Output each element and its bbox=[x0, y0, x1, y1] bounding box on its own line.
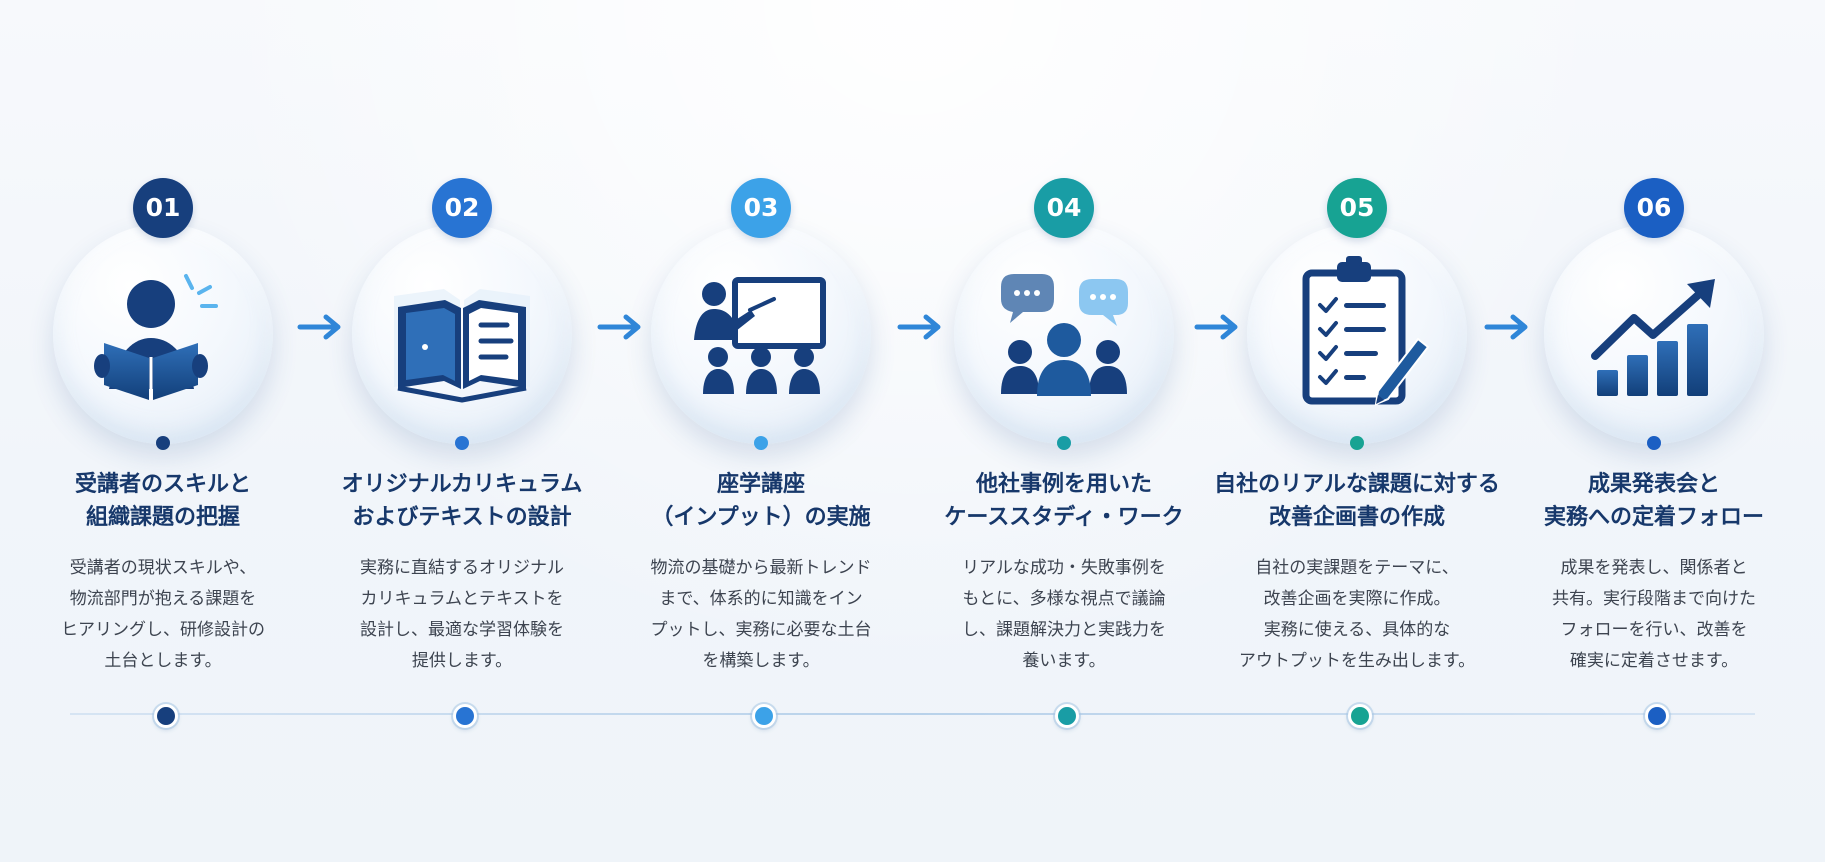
step-description-line: 養います。 bbox=[1022, 651, 1106, 671]
step-01: 01 受 bbox=[18, 178, 308, 738]
step-description-line: カリキュラムとテキストを bbox=[360, 589, 564, 609]
step-description: 実務に直結するオリジナル カリキュラムとテキストを 設計し、最適な学習体験を 提… bbox=[317, 553, 607, 677]
clipboard-checklist-icon bbox=[1302, 256, 1430, 406]
step-icon-circle bbox=[352, 224, 572, 444]
step-description-line: 設計し、最適な学習体験を bbox=[360, 620, 564, 640]
step-05: 05 自社のリアルな課題に対する 改善企画書の作成 bbox=[1212, 178, 1502, 738]
step-description-line: 確実に定着させます。 bbox=[1569, 651, 1739, 671]
step-description: リアルな成功・失敗事例を もとに、多様な視点で議論 し、課題解決力と実践力を 養… bbox=[919, 553, 1209, 677]
timeline-dot-01 bbox=[154, 704, 178, 728]
step-description-line: 物流の基礎から最新トレンド bbox=[650, 558, 872, 578]
right-arrow-icon bbox=[597, 314, 641, 340]
connector-dot bbox=[1647, 436, 1661, 450]
growth-chart-icon bbox=[1591, 279, 1715, 396]
step-description: 物流の基礎から最新トレンド まで、体系的に知識をイン プットし、実務に必要な土台… bbox=[616, 553, 906, 677]
step-number-badge: 02 bbox=[432, 178, 492, 238]
step-title-line: オリジナルカリキュラム bbox=[341, 472, 583, 497]
step-description-line: 自社の実課題をテーマに、 bbox=[1255, 558, 1459, 578]
step-description-line: 実務に直結するオリジナル bbox=[360, 558, 564, 578]
group-discussion-icon bbox=[1001, 274, 1128, 396]
step-description-line: 共有。実行段階まで向けた bbox=[1552, 589, 1756, 609]
step-title-line: 他社事例を用いた bbox=[975, 472, 1152, 497]
step-03: 03 座学講座 （インプット）の実施 物流の基礎から最新トレンド まで、体系的に… bbox=[616, 178, 906, 738]
right-arrow-icon bbox=[297, 314, 341, 340]
step-icon-circle bbox=[1247, 224, 1467, 444]
step-icon-circle bbox=[954, 224, 1174, 444]
step-description-line: 提供します。 bbox=[411, 651, 513, 671]
connector-dot bbox=[455, 436, 469, 450]
step-06: 06 成果発表会と 実務への定着フォロー bbox=[1509, 178, 1799, 738]
connector-dot bbox=[1057, 436, 1071, 450]
step-title-line: （インプット）の実施 bbox=[651, 505, 871, 530]
connector-dot bbox=[754, 436, 768, 450]
step-04: 04 他社事例を用いた ケーススタディ・ワーク bbox=[919, 178, 1209, 738]
step-title: 座学講座 （インプット）の実施 bbox=[616, 468, 906, 534]
open-book-icon bbox=[394, 289, 530, 403]
timeline-dot-03 bbox=[752, 704, 776, 728]
step-description-line: プットし、実務に必要な土台 bbox=[650, 620, 872, 640]
step-number-badge: 04 bbox=[1034, 178, 1094, 238]
step-description-line: 土台とします。 bbox=[104, 651, 222, 671]
step-02: 02 オリジナルカリキュラム およびテキストの設計 実務に直結するオリジナル bbox=[317, 178, 607, 738]
step-number-badge: 05 bbox=[1327, 178, 1387, 238]
step-description-line: し、課題解決力と実践力を bbox=[962, 620, 1166, 640]
step-description-line: 実務に使える、具体的な bbox=[1263, 620, 1451, 640]
step-description-line: 受講者の現状スキルや、 bbox=[69, 558, 257, 578]
step-description-line: アウトプットを生み出します。 bbox=[1238, 651, 1476, 671]
reader-book-icon bbox=[94, 274, 218, 400]
step-title-line: 組織課題の把握 bbox=[85, 505, 240, 530]
step-description-line: 改善企画を実際に作成。 bbox=[1263, 589, 1451, 609]
step-title-line: 改善企画書の作成 bbox=[1268, 505, 1445, 530]
step-description-line: ヒアリングし、研修設計の bbox=[61, 620, 265, 640]
step-description-line: リアルな成功・失敗事例を bbox=[962, 558, 1166, 578]
step-description-line: 成果を発表し、関係者と bbox=[1560, 558, 1748, 578]
timeline-dot-06 bbox=[1645, 704, 1669, 728]
right-arrow-icon bbox=[1484, 314, 1528, 340]
step-title: 他社事例を用いた ケーススタディ・ワーク bbox=[919, 468, 1209, 534]
step-title-line: 自社のリアルな課題に対する bbox=[1214, 472, 1500, 497]
step-number-badge: 01 bbox=[133, 178, 193, 238]
step-description-line: まで、体系的に知識をイン bbox=[659, 589, 863, 609]
lecture-presentation-icon bbox=[694, 277, 826, 394]
timeline-dot-05 bbox=[1348, 704, 1372, 728]
step-title: オリジナルカリキュラム およびテキストの設計 bbox=[317, 468, 607, 534]
connector-dot bbox=[1350, 436, 1364, 450]
step-title: 成果発表会と 実務への定着フォロー bbox=[1509, 468, 1799, 534]
step-title-line: 座学講座 bbox=[716, 472, 805, 497]
step-description: 受講者の現状スキルや、 物流部門が抱える課題を ヒアリングし、研修設計の 土台と… bbox=[18, 553, 308, 677]
step-title: 受講者のスキルと 組織課題の把握 bbox=[18, 468, 308, 534]
step-title-line: ケーススタディ・ワーク bbox=[944, 505, 1184, 530]
step-description-line: 物流部門が抱える課題を bbox=[69, 589, 257, 609]
step-title-line: 成果発表会と bbox=[1587, 472, 1720, 497]
step-description: 成果を発表し、関係者と 共有。実行段階まで向けた フォローを行い、改善を 確実に… bbox=[1509, 553, 1799, 677]
step-icon-circle bbox=[651, 224, 871, 444]
step-number-badge: 06 bbox=[1624, 178, 1684, 238]
timeline-dot-04 bbox=[1055, 704, 1079, 728]
step-title-line: 受講者のスキルと bbox=[74, 472, 251, 497]
step-description-line: フォローを行い、改善を bbox=[1560, 620, 1748, 640]
step-title: 自社のリアルな課題に対する 改善企画書の作成 bbox=[1212, 468, 1502, 534]
step-description-line: を構築します。 bbox=[702, 651, 820, 671]
timeline-dot-02 bbox=[453, 704, 477, 728]
right-arrow-icon bbox=[897, 314, 941, 340]
right-arrow-icon bbox=[1194, 314, 1238, 340]
connector-dot bbox=[156, 436, 170, 450]
step-number-badge: 03 bbox=[731, 178, 791, 238]
step-title-line: 実務への定着フォロー bbox=[1543, 505, 1764, 530]
step-description: 自社の実課題をテーマに、 改善企画を実際に作成。 実務に使える、具体的な アウト… bbox=[1212, 553, 1502, 677]
step-icon-circle bbox=[53, 224, 273, 444]
step-title-line: およびテキストの設計 bbox=[352, 505, 572, 530]
step-icon-circle bbox=[1544, 224, 1764, 444]
timeline-line bbox=[70, 713, 1755, 715]
step-description-line: もとに、多様な視点で議論 bbox=[962, 589, 1166, 609]
